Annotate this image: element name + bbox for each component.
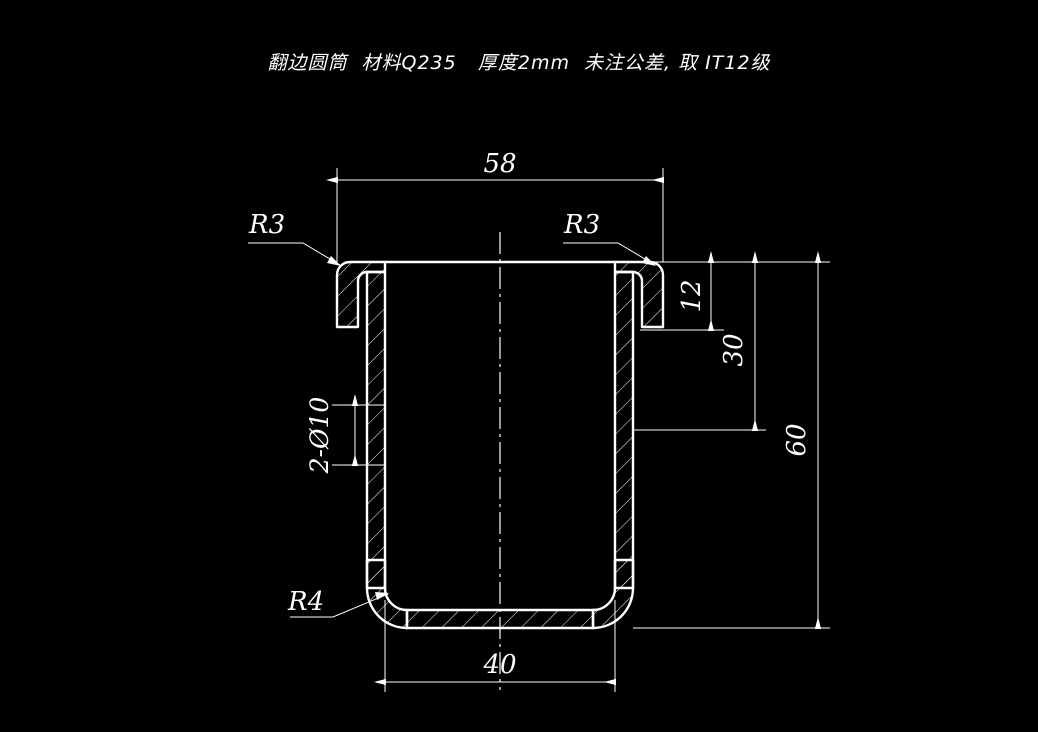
dim-label-60: 60 (782, 423, 812, 456)
leader-arrow-r3-left (327, 256, 341, 266)
part-geometry (335, 260, 665, 630)
dim-label-hole: 2-Ø10 (305, 397, 334, 475)
leader-line-r3-right (563, 242, 656, 266)
leader-r4-bottom: R4 (287, 587, 389, 618)
left-flange-hem (335, 260, 387, 329)
left-wall (365, 270, 387, 590)
dimension-hole-2xd10: 2-Ø10 (305, 394, 385, 475)
dimension-40: 40 (374, 600, 616, 692)
leader-r3-right: R3 (563, 210, 656, 266)
dimension-30: 30 (633, 251, 766, 431)
right-wall (613, 270, 635, 590)
title-note: 翻边圆筒 材料Q235 厚度2mm 未注公差, 取 IT12级 (267, 52, 771, 74)
leader-line-r3-left (248, 242, 341, 266)
label-r3-right: R3 (563, 210, 600, 240)
dimension-58: 58 (326, 149, 664, 262)
dim-label-58: 58 (483, 149, 516, 179)
right-flange-hem (613, 260, 665, 329)
label-r3-left: R3 (248, 210, 285, 240)
dimension-60: 60 (633, 251, 830, 629)
dim-label-40: 40 (482, 650, 516, 680)
leader-line-r4 (290, 593, 389, 618)
dim-label-12: 12 (677, 279, 707, 312)
dim-label-30: 30 (719, 333, 749, 366)
leader-arrow-r3-right (642, 256, 656, 266)
leader-r3-left: R3 (248, 210, 341, 266)
label-r4: R4 (287, 587, 324, 617)
leader-arrow-r4 (375, 592, 389, 600)
